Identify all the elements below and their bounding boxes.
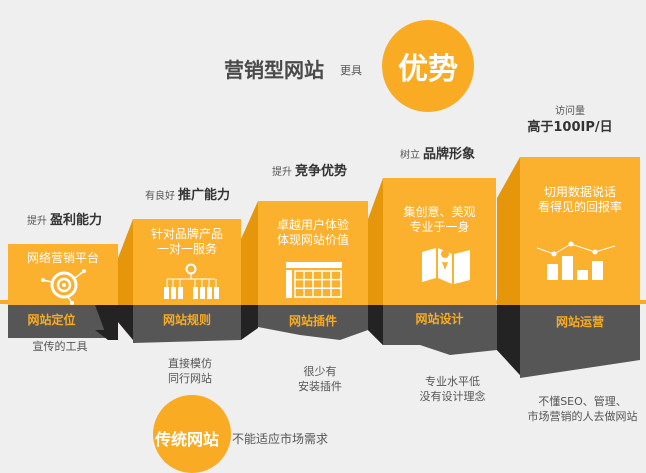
map-pin-icon xyxy=(422,248,470,284)
step-2-traditional: 直接模仿 同行网站 xyxy=(168,357,212,385)
step-5-caption: 访问量 高于100IP/日 xyxy=(527,106,613,135)
step-1-traditional: 宣传的工具 xyxy=(32,340,88,353)
grid-table-icon xyxy=(286,262,342,298)
step-4-traditional: 专业水平低 没有设计理念 xyxy=(419,375,486,403)
step-2-label: 网站规则 xyxy=(162,313,211,327)
step-2-caption: 有良好推广能力 xyxy=(145,188,231,203)
step-3-traditional: 很少有 安装插件 xyxy=(298,365,342,393)
traditional-badge-text: 传统网站 xyxy=(155,430,220,449)
header-title: 营销型网站 xyxy=(224,58,324,82)
traditional-description: 不能适应市场需求 xyxy=(232,432,329,446)
step-5-panel-text: 切用数据说话 看得见的回报率 xyxy=(537,185,622,214)
advantage-badge: 优势 xyxy=(382,20,474,112)
org-chart-icon xyxy=(164,263,219,299)
step-3-panel-text: 卓越用户体验 体现网站价值 xyxy=(276,218,349,247)
step-4-label: 网站设计 xyxy=(415,312,464,326)
step-3-caption: 提升竞争优势 xyxy=(272,164,348,179)
step-5-traditional: 不懂SEO、管理、 市场营销的人去做网站 xyxy=(527,395,638,423)
step-1-caption: 提升盈利能力 xyxy=(27,213,103,228)
target-icon xyxy=(41,269,86,305)
step-1-panel-text: 网络营销平台 xyxy=(26,251,99,265)
bar-line-chart-icon xyxy=(537,241,616,280)
step-5-label: 网站运营 xyxy=(555,315,604,329)
step-3-label: 网站插件 xyxy=(288,314,337,328)
step-1-label: 网站定位 xyxy=(27,313,76,327)
traditional-badge-circle xyxy=(153,395,231,473)
advantage-text: 优势 xyxy=(398,52,458,87)
step-2-panel-text: 针对品牌产品 一对一服务 xyxy=(150,227,223,256)
header-connector: 更具 xyxy=(340,64,362,77)
step-4-caption: 树立品牌形象 xyxy=(400,147,476,162)
step-4-panel-text: 集创意、美观 专业于一身 xyxy=(403,205,476,234)
